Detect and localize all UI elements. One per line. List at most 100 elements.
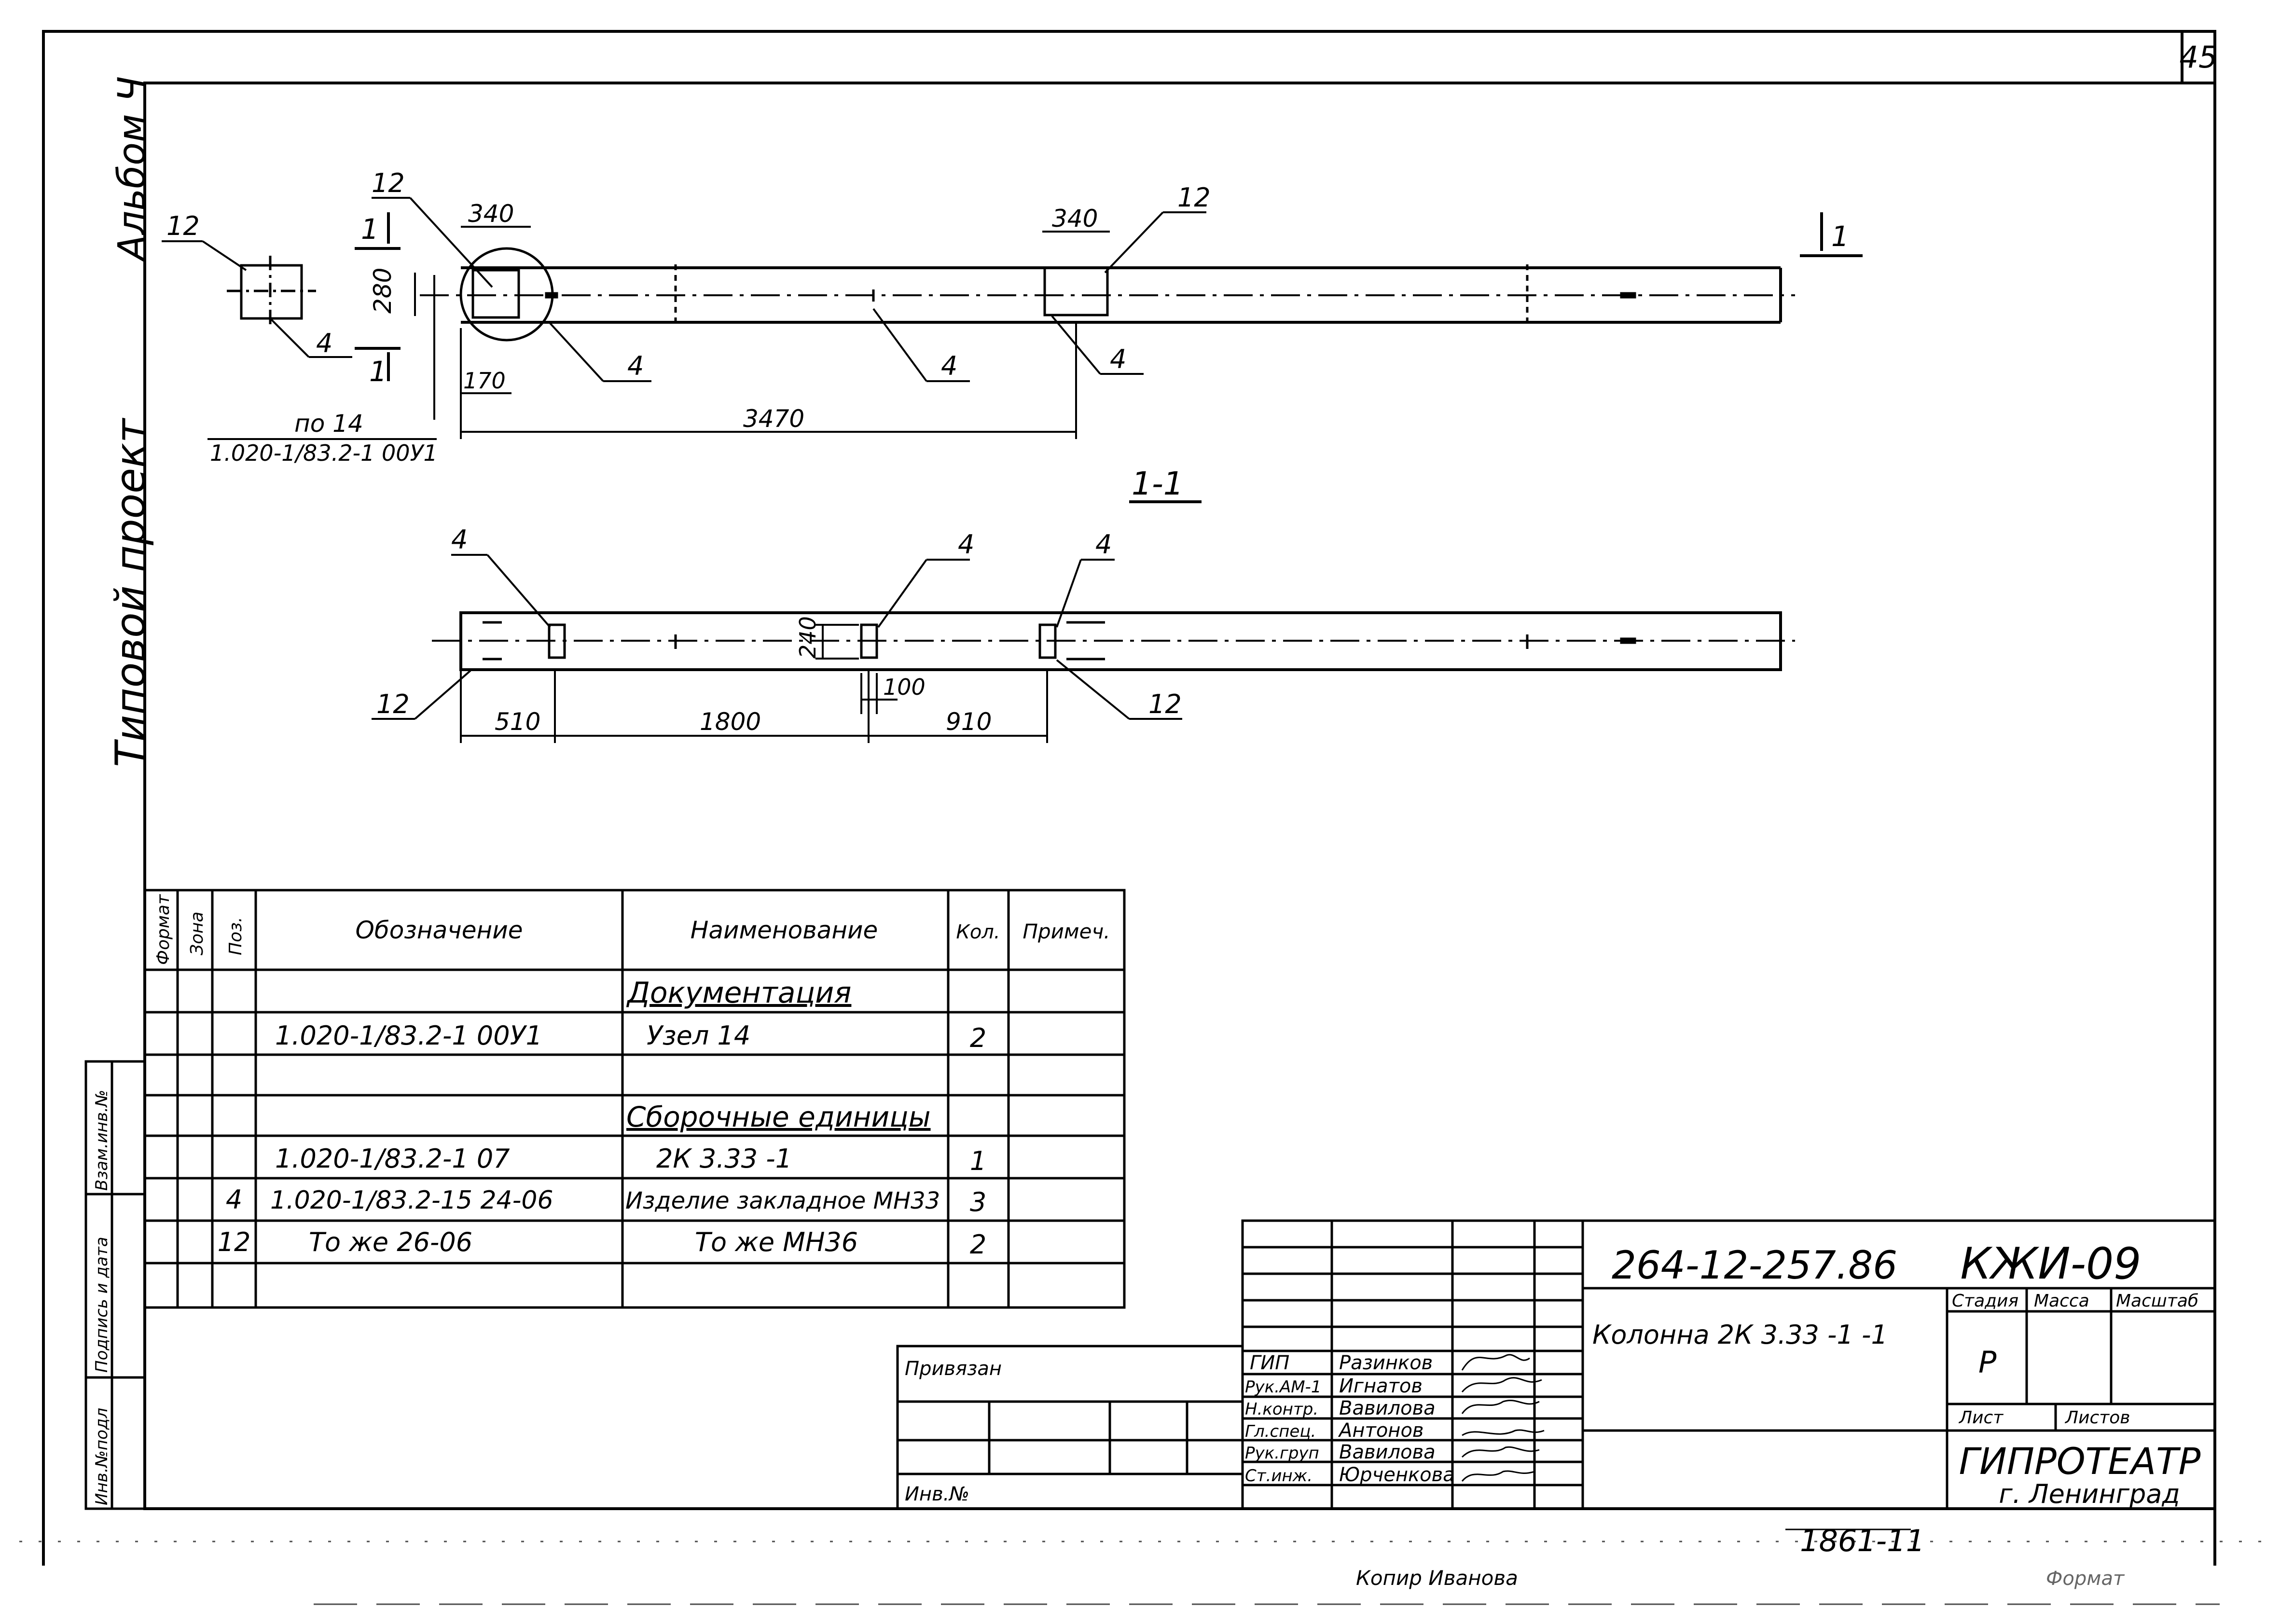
spec-qty: 2 — [970, 1229, 986, 1260]
callout-label: 12 — [1177, 182, 1211, 213]
strip-signature-date: Подпись и дата — [92, 1237, 111, 1373]
callout-label: 12 — [372, 168, 405, 198]
section-mark-label: 1 — [361, 213, 379, 246]
spec-header-qty: Кол. — [956, 921, 1000, 943]
pad-detail-callouts — [162, 240, 352, 358]
section-marker-left — [355, 212, 401, 381]
spec-qty: 2 — [970, 1023, 986, 1053]
sheet-number: 45 — [2180, 40, 2218, 75]
scale-label: Масштаб — [2116, 1291, 2198, 1311]
person-name: Вавилова — [1339, 1397, 1436, 1419]
person-name: Антонов — [1338, 1419, 1424, 1442]
dim-offset: 170 — [463, 368, 506, 394]
embedded-plates-section — [483, 621, 1636, 661]
person-name: Вавилова — [1339, 1441, 1436, 1463]
section-title: 1-1 — [1132, 465, 1184, 502]
object-name: Колонна 2К 3.33 -1 -1 — [1592, 1320, 1888, 1350]
callout-label: 12 — [376, 689, 410, 719]
archive-number: 1861-11 — [1800, 1523, 1925, 1558]
dim-section: 1800 — [700, 708, 761, 736]
role-label: Рук.АМ-1 — [1245, 1377, 1321, 1397]
callout-label: 12 — [1148, 689, 1182, 719]
spec-header-designation: Обозначение — [356, 916, 523, 944]
section-view: 1-1 4 4 4 12 12 — [372, 465, 1795, 743]
spec-designation: 1.020-1/83.2-1 00У1 — [275, 1020, 542, 1051]
inv-label: Инв.№ — [905, 1483, 969, 1505]
callout-label: 4 — [941, 351, 957, 381]
column-section-body — [432, 611, 1795, 671]
spec-pos: 4 — [226, 1184, 242, 1215]
footer-dashes — [19, 1541, 2268, 1605]
dim-pad-height: 280 — [369, 268, 397, 314]
spec-name: 2К 3.33 -1 — [656, 1143, 792, 1174]
signatures — [1461, 1354, 1545, 1482]
organization-city: г. Ленинград — [1999, 1479, 2180, 1509]
callout-label: 4 — [316, 328, 332, 358]
callout-label: 4 — [1095, 529, 1112, 560]
dim-pad-width: 340 — [468, 200, 514, 228]
role-label: Ст.инж. — [1245, 1466, 1313, 1486]
spec-section-heading: Документация — [626, 976, 851, 1010]
role-list: ГИП Разинков Рук.АМ-1 Игнатов Н.контр. В… — [1245, 1352, 1455, 1486]
spec-header-zone: Зона — [187, 911, 207, 955]
dim-plate-height: 240 — [795, 616, 821, 659]
spec-designation: 1.020-1/83.2-15 24-06 — [270, 1186, 553, 1215]
spec-name: То же МН36 — [695, 1227, 858, 1257]
attached-label: Привязан — [905, 1358, 1002, 1380]
embedded-plates-plan — [459, 247, 1636, 342]
spec-qty: 3 — [970, 1187, 986, 1217]
callout-label: 4 — [627, 351, 644, 381]
role-label: ГИП — [1250, 1352, 1289, 1374]
callout-label: 4 — [451, 524, 468, 555]
spec-header-name: Наименование — [691, 916, 878, 944]
dim-section: 510 — [495, 708, 540, 736]
spec-designation: 1.020-1/83.2-1 07 — [275, 1143, 510, 1174]
spec-pos: 12 — [218, 1227, 251, 1257]
callout-label: 12 — [166, 211, 200, 241]
sheets-label: Листов — [2064, 1408, 2130, 1428]
section-marker-right — [1800, 212, 1863, 257]
spec-section-heading: Сборочные единицы — [626, 1101, 931, 1133]
copier-label: Копир Иванова — [1356, 1566, 1518, 1590]
spec-table: Формат Зона Поз. Обозначение Наименовани… — [143, 889, 1126, 1309]
dim-span: 3470 — [743, 405, 804, 433]
spec-header-format: Формат — [153, 894, 173, 965]
role-label: Гл.спец. — [1245, 1422, 1316, 1441]
spec-name: Узел 14 — [647, 1020, 750, 1051]
title-block: Привязан Инв.№ ГИП Разинков Рук.АМ-1 Игн… — [896, 1219, 2216, 1510]
dim-section: 910 — [946, 708, 992, 736]
spec-header-note: Примеч. — [1023, 920, 1110, 943]
section-mark-label: 1 — [369, 355, 387, 388]
plan-callout-leaders — [372, 197, 1206, 420]
dim-plate-width: 100 — [883, 674, 926, 700]
doc-code: 264-12-257.86 — [1612, 1243, 1897, 1288]
left-approval-strip: Взам.инв.№ Подпись и дата Инв.№подл — [84, 1060, 146, 1510]
project-label: Типовой проект — [107, 417, 155, 767]
node-note-line2: 1.020-1/83.2-1 00У1 — [210, 440, 438, 466]
spec-header-pos: Поз. — [226, 917, 246, 955]
spec-designation: То же 26-06 — [309, 1227, 472, 1257]
strip-replacement-inv: Взам.инв.№ — [92, 1090, 111, 1191]
drawing-mark: КЖИ-09 — [1960, 1239, 2141, 1289]
footer: 1861-11 Копир Иванова Формат — [19, 1523, 2268, 1605]
dim-pad-width: 340 — [1052, 205, 1098, 233]
stage-label: Стадия — [1952, 1291, 2018, 1311]
spec-qty: 1 — [970, 1146, 986, 1176]
callout-label: 4 — [1110, 344, 1126, 374]
format-label: Формат — [2046, 1568, 2125, 1590]
plan-view: 12 4 4 — [162, 168, 1863, 466]
plan-dimension-lines — [207, 226, 1110, 440]
role-label: Н.контр. — [1245, 1400, 1318, 1419]
person-name: Игнатов — [1339, 1375, 1423, 1397]
mass-label: Масса — [2034, 1291, 2089, 1311]
node-note-line1: по 14 — [294, 410, 363, 438]
spec-name: Изделие закладное МН33 — [625, 1187, 940, 1214]
stage-value: Р — [1978, 1345, 1997, 1380]
organization-name: ГИПРОТЕАТР — [1959, 1440, 2201, 1483]
sheet-number-box: 45 — [2180, 30, 2218, 84]
callout-label: 4 — [958, 529, 974, 560]
album-label: Альбом Ч — [111, 76, 154, 263]
section-dimension-lines — [460, 624, 1048, 743]
person-name: Разинков — [1339, 1352, 1433, 1374]
role-label: Рук.груп — [1245, 1444, 1319, 1463]
